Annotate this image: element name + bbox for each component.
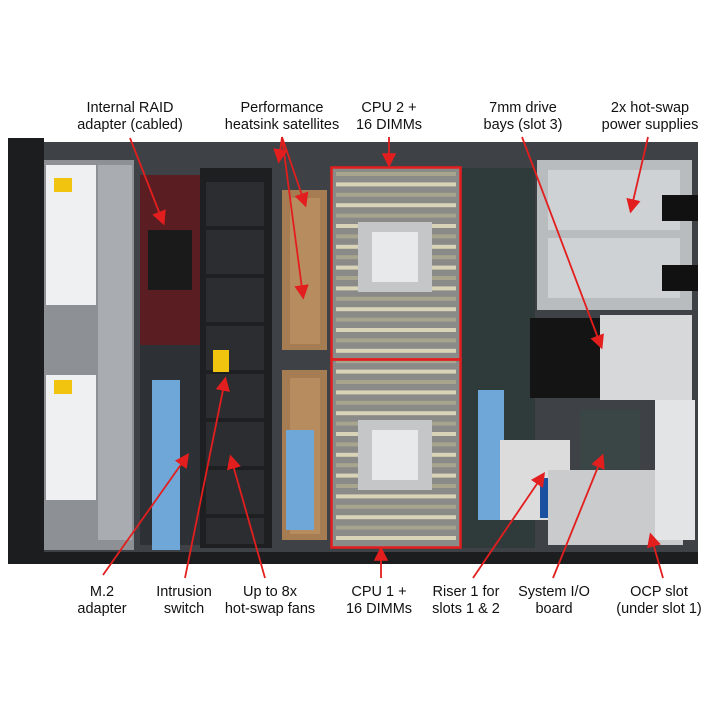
- callout-riser: [472, 472, 546, 579]
- fan-5: [206, 374, 264, 418]
- callout-m2: [102, 453, 190, 576]
- dimm-module: [336, 307, 456, 312]
- dimm-module: [336, 369, 456, 374]
- label-cpu2: CPU 2 +16 DIMMs: [355, 100, 423, 133]
- dimm-module: [336, 504, 456, 509]
- raid-chip: [148, 230, 192, 290]
- dimm-module: [336, 359, 456, 364]
- dimm-module: [336, 494, 456, 499]
- dimm-module: [336, 203, 456, 208]
- callout-drive-bays: [521, 136, 604, 350]
- callout-intrusion: [184, 376, 230, 579]
- dimm-module: [336, 338, 456, 343]
- fan-1: [206, 182, 264, 226]
- dimm-module: [336, 328, 456, 332]
- warning-sticker-bottom: [54, 380, 72, 394]
- callout-heatsink-3: [281, 136, 309, 300]
- riser-latch: [540, 478, 548, 518]
- drive-bay-cage: [600, 315, 692, 400]
- dimm-module: [336, 400, 456, 405]
- label-cpu1: CPU 1 +16 DIMMs: [345, 584, 413, 617]
- rear-bracket: [655, 400, 695, 540]
- dimm-module: [336, 296, 456, 301]
- psu-handle-1: [662, 195, 698, 221]
- cpu2-heatsink-label: [372, 232, 418, 282]
- callout-heatsink-2: [281, 136, 309, 208]
- dimm-module: [336, 525, 456, 530]
- dimm-module: [336, 536, 456, 540]
- dimm-module: [336, 515, 456, 520]
- blue-cables-mid: [286, 430, 314, 530]
- cpu1-highlight-box: [330, 358, 462, 549]
- callout-sysio: [552, 453, 605, 579]
- fan-7: [206, 470, 264, 514]
- fan-3: [206, 278, 264, 322]
- dimm-module: [336, 390, 456, 395]
- cpu1-heatsink-label: [372, 430, 418, 480]
- callout-raid: [129, 137, 166, 226]
- dimm-module: [336, 317, 456, 322]
- callout-fans: [227, 454, 266, 579]
- chassis-front-rail: [8, 138, 44, 562]
- drive-backplane: [98, 165, 132, 540]
- dimm-module: [336, 192, 456, 197]
- callout-ocp: [647, 532, 664, 579]
- callout-psu: [626, 136, 649, 214]
- intrusion-switch-part: [213, 350, 229, 372]
- dimm-module: [336, 380, 456, 384]
- warning-sticker-top: [54, 178, 72, 192]
- drive-bay-7mm: [530, 318, 600, 398]
- dimm-module: [336, 182, 456, 187]
- chassis-bottom-rail: [8, 552, 698, 564]
- psu-handle-2: [662, 265, 698, 291]
- blue-cables-right: [478, 390, 504, 520]
- dimm-module: [336, 172, 456, 176]
- drive-bay-label-bottom: [46, 375, 96, 500]
- fan-2: [206, 230, 264, 274]
- dimm-module: [336, 348, 456, 353]
- callout-heatsink-1: [273, 136, 288, 164]
- label-ocp-slot: OCP slot(under slot 1): [616, 584, 702, 617]
- dimm-module: [336, 213, 456, 218]
- dimm-module: [336, 411, 456, 416]
